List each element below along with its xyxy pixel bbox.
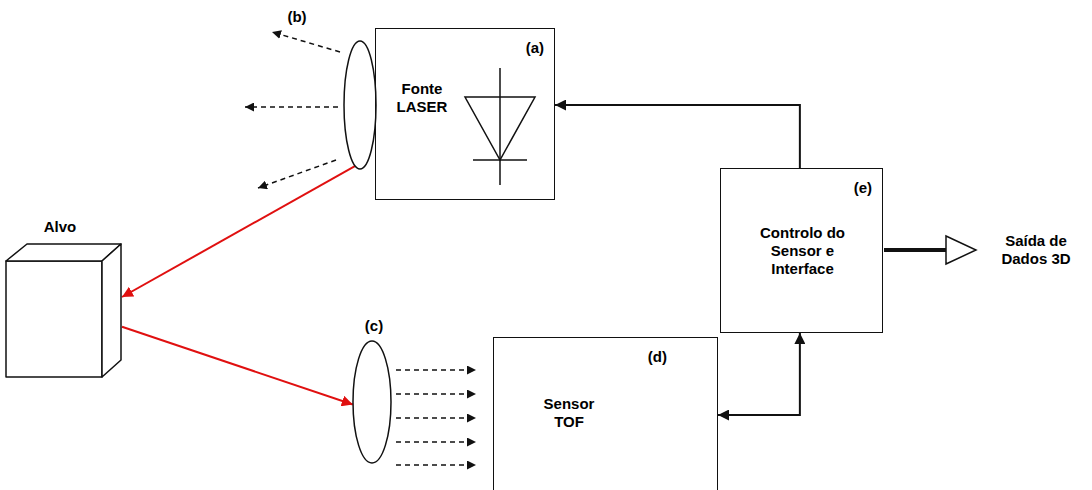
lens-shape: (b) bbox=[343, 40, 377, 170]
process-box: (a) Fonte LASER bbox=[375, 28, 555, 200]
control-connector bbox=[718, 333, 800, 415]
callout-letter: (c) bbox=[362, 317, 386, 335]
target-cube: Alvo bbox=[5, 243, 122, 378]
process-box: (e) Controlo do Sensor e Interface bbox=[720, 168, 883, 333]
lens-ellipse bbox=[353, 341, 391, 463]
lens-shape: (c) bbox=[352, 340, 392, 464]
callout-letter: (e) bbox=[854, 179, 872, 197]
lens-outline bbox=[352, 340, 392, 464]
cube-outline bbox=[5, 243, 122, 378]
light-path bbox=[122, 166, 355, 297]
callout-letter: (d) bbox=[648, 348, 667, 366]
target-label: Alvo bbox=[5, 218, 115, 236]
process-box: (d) Sensor TOF bbox=[493, 337, 718, 490]
callout-letter: (a) bbox=[526, 39, 544, 57]
received-rays bbox=[396, 370, 476, 465]
output-arrow bbox=[884, 236, 976, 264]
diode-symbol bbox=[465, 68, 535, 185]
emitted-rays bbox=[245, 32, 340, 188]
lens-ellipse bbox=[344, 41, 376, 169]
light-path bbox=[122, 327, 353, 405]
box-label: Fonte LASER bbox=[386, 80, 458, 116]
control-connector bbox=[555, 105, 800, 168]
box-label: Controlo do Sensor e Interface bbox=[731, 224, 874, 278]
lens-outline bbox=[343, 40, 377, 170]
box-label: Sensor TOF bbox=[534, 395, 604, 431]
output-label: Saída de Dados 3D bbox=[990, 232, 1082, 268]
callout-letter: (b) bbox=[285, 8, 309, 26]
